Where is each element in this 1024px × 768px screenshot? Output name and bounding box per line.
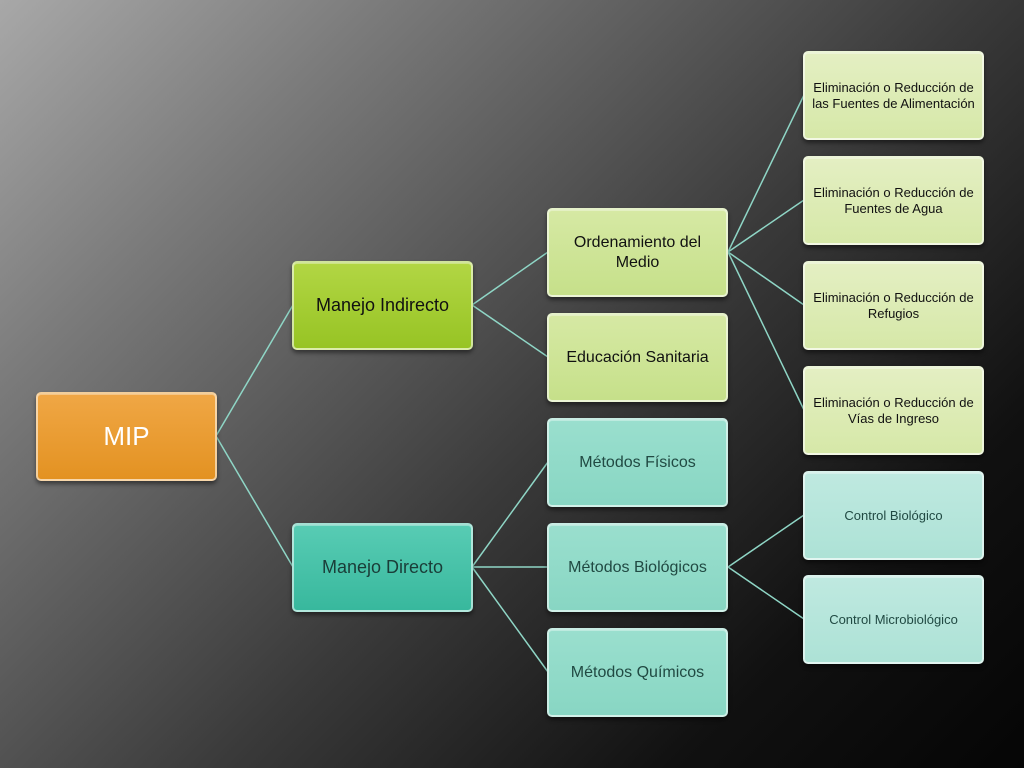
- node-control-microbiologico: Control Microbiológico: [803, 575, 984, 664]
- node-control-biologico: Control Biológico: [803, 471, 984, 560]
- connector-ordenamiento-refugios: [727, 251, 805, 306]
- node-metodos-biologicos-label: Métodos Biológicos: [568, 558, 707, 576]
- node-metodos-fisicos: Métodos Físicos: [547, 418, 728, 507]
- node-refugios-label: Eliminación o Reducción de Refugios: [813, 289, 974, 321]
- connector-directo-fisicos: [471, 461, 549, 568]
- connector-ordenamiento-alimentacion: [727, 94, 805, 253]
- node-manejo-directo: Manejo Directo: [292, 523, 473, 612]
- node-metodos-quimicos: Métodos Químicos: [547, 628, 728, 717]
- node-fuentes-alimentacion-label: Eliminación o Reducción de las Fuentes d…: [812, 79, 975, 111]
- connector-root-direct: [215, 435, 294, 568]
- node-manejo-indirecto: Manejo Indirecto: [292, 261, 473, 350]
- node-metodos-quimicos-label: Métodos Químicos: [570, 663, 705, 681]
- connector-biologicos-control-biologico: [727, 514, 805, 568]
- node-metodos-biologicos: Métodos Biológicos: [547, 523, 728, 612]
- connector-ordenamiento-ingreso: [727, 251, 805, 411]
- connector-indirect-educacion: [471, 304, 549, 358]
- node-fuentes-alimentacion: Eliminación o Reducción de las Fuentes d…: [803, 51, 984, 140]
- node-manejo-indirecto-label: Manejo Indirecto: [315, 294, 450, 315]
- node-vias-ingreso: Eliminación o Reducción de Vías de Ingre…: [803, 366, 984, 455]
- node-fuentes-agua: Eliminación o Reducción de Fuentes de Ag…: [803, 156, 984, 245]
- node-educacion-sanitaria: Educación Sanitaria: [547, 313, 728, 402]
- node-control-biologico-label: Control Biológico: [844, 507, 943, 523]
- node-refugios: Eliminación o Reducción de Refugios: [803, 261, 984, 350]
- connector-ordenamiento-agua: [727, 199, 805, 253]
- node-manejo-directo-label: Manejo Directo: [321, 556, 444, 577]
- node-ordenamiento-medio: Ordenamiento del Medio: [547, 208, 728, 297]
- node-educacion-sanitaria-label: Educación Sanitaria: [566, 348, 709, 366]
- node-mip: MIP: [36, 392, 217, 481]
- connector-directo-quimicos: [471, 566, 549, 673]
- node-fuentes-agua-label: Eliminación o Reducción de Fuentes de Ag…: [813, 184, 974, 216]
- node-mip-label: MIP: [103, 420, 150, 451]
- connector-indirect-ordenamiento: [471, 251, 549, 306]
- node-metodos-fisicos-label: Métodos Físicos: [579, 453, 696, 471]
- node-vias-ingreso-label: Eliminación o Reducción de Vías de Ingre…: [813, 394, 974, 426]
- connector-biologicos-control-microbiologico: [727, 566, 805, 620]
- connector-root-indirect: [215, 304, 294, 437]
- node-ordenamiento-medio-label: Ordenamiento del Medio: [573, 234, 702, 271]
- node-control-microbiologico-label: Control Microbiológico: [829, 611, 958, 627]
